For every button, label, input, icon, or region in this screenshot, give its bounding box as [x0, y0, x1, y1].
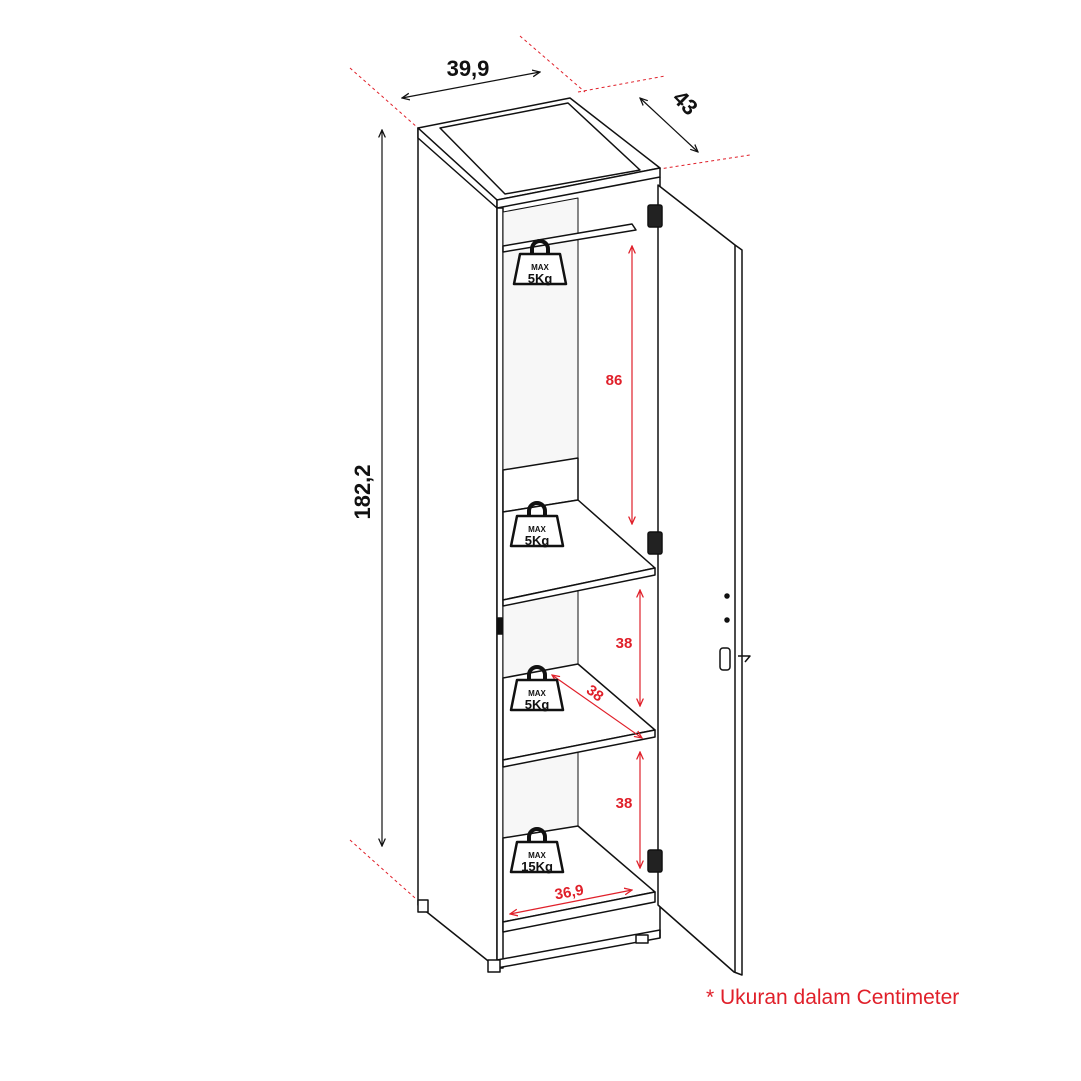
depth-label: 43 — [668, 85, 703, 120]
svg-text:5Kg: 5Kg — [525, 533, 550, 548]
weight-icon: MAX 15Kg — [509, 827, 565, 874]
hanging-space-label: 86 — [606, 372, 623, 389]
units-footnote: * Ukuran dalam Centimeter — [706, 986, 960, 1009]
svg-text:15Kg: 15Kg — [521, 859, 553, 874]
weight-icon: MAX 5Kg — [512, 239, 568, 286]
svg-text:MAX: MAX — [528, 689, 546, 698]
inner-width-arrow — [510, 890, 632, 914]
width-arrow — [402, 72, 540, 98]
width-label: 39,9 — [447, 56, 490, 81]
shelf-depth-label: 38 — [583, 682, 607, 706]
interior-dimensions: 86 38 38 38 36,9 — [510, 246, 642, 914]
shelf-depth-arrow — [552, 675, 642, 738]
inner-width-label: 36,9 — [553, 882, 585, 904]
weight-icon: MAX 5Kg — [509, 665, 565, 712]
lower-gap-label: 38 — [616, 795, 633, 812]
weight-icon: MAX 5Kg — [509, 501, 565, 548]
height-label: 182,2 — [350, 464, 375, 519]
upper-gap-label: 38 — [616, 635, 633, 652]
depth-arrow — [640, 98, 698, 152]
svg-text:MAX: MAX — [528, 525, 546, 534]
svg-text:MAX: MAX — [528, 851, 546, 860]
door — [647, 184, 751, 976]
svg-text:MAX: MAX — [531, 263, 549, 272]
svg-text:5Kg: 5Kg — [528, 271, 553, 286]
overall-dimensions: 39,9 43 182,2 — [350, 56, 703, 846]
svg-text:5Kg: 5Kg — [525, 697, 550, 712]
